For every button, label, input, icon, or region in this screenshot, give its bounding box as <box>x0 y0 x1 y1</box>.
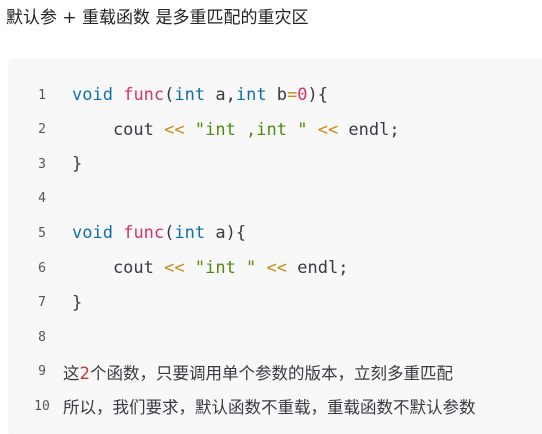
code-token: b <box>266 85 288 105</box>
code-token: << <box>164 119 185 140</box>
code-line: 8 <box>8 320 542 354</box>
line-number: 2 <box>38 122 46 138</box>
line-number: 4 <box>38 191 46 207</box>
code-token: << <box>317 119 339 140</box>
code-text: void func(int a,int b=0){ <box>72 85 328 105</box>
code-text: cout << "int ,int " << endl; <box>72 120 400 140</box>
code-token: "int ,int " <box>194 119 308 140</box>
code-line: 5 void func(int a){ <box>8 216 542 250</box>
code-token: = <box>287 85 298 105</box>
code-text: cout << "int " << endl; <box>72 258 349 278</box>
code-token: endl; <box>338 119 400 140</box>
code-text: } <box>72 293 82 313</box>
comment-text: 这2个函数，只要调用单个参数的版本，立刻多重匹配 <box>63 360 453 384</box>
code-token: ){ <box>307 85 329 105</box>
code-token <box>113 85 123 105</box>
code-token: << <box>266 258 288 278</box>
code-line: 9 这2个函数，只要调用单个参数的版本，立刻多重匹配 <box>8 355 542 389</box>
code-token: ( <box>164 223 175 244</box>
code-line: 4 <box>8 182 542 216</box>
code-token: } <box>72 292 83 313</box>
code-token: func <box>123 85 165 105</box>
code-token: a, <box>205 85 236 105</box>
line-number: 10 <box>34 398 50 414</box>
code-token <box>185 258 195 278</box>
code-line: 10 所以，我们要求，默认函数不重载，重载函数不默认参数 <box>8 389 542 423</box>
code-token: endl; <box>287 258 349 278</box>
code-token: int <box>174 223 206 244</box>
code-token <box>307 120 317 140</box>
code-token: 所以，我们要求，默认函数不重载，重载函数不默认参数 <box>63 398 476 418</box>
code-token: ( <box>164 85 175 105</box>
code-token <box>185 120 195 140</box>
line-number: 7 <box>38 295 46 311</box>
code-token: 2 <box>79 363 91 383</box>
code-token: << <box>164 258 185 278</box>
line-number: 8 <box>38 329 46 345</box>
code-token: int <box>235 85 267 105</box>
code-token: } <box>72 154 83 175</box>
line-number: 3 <box>38 156 46 172</box>
code-token: cout <box>72 258 165 278</box>
code-token: void <box>72 85 113 105</box>
code-line: 3} <box>8 147 542 181</box>
code-token: void <box>72 223 113 244</box>
code-token: func <box>123 223 165 244</box>
code-text: } <box>72 154 82 174</box>
code-line: 6 cout << "int " << endl; <box>8 251 542 285</box>
line-number: 1 <box>38 87 46 103</box>
line-number: 5 <box>38 225 46 241</box>
code-token: cout <box>72 119 165 140</box>
code-text: void func(int a){ <box>72 223 246 243</box>
code-line: 2 cout << "int ,int " << endl; <box>8 113 542 147</box>
code-token: int <box>174 85 206 105</box>
code-line: 7} <box>8 286 542 320</box>
code-token <box>256 258 266 278</box>
page-heading: 默认参 + 重载函数 是多重匹配的重灾区 <box>6 8 309 28</box>
code-token: 这 <box>63 363 80 383</box>
code-token: a){ <box>205 223 247 244</box>
code-token: 0 <box>297 85 308 105</box>
code-token: "int " <box>194 258 257 278</box>
comment-text: 所以，我们要求，默认函数不重载，重载函数不默认参数 <box>63 394 476 418</box>
line-number: 6 <box>38 260 46 276</box>
code-token <box>113 223 123 243</box>
line-number: 9 <box>38 364 46 380</box>
code-token: 个函数，只要调用单个参数的版本，立刻多重匹配 <box>90 363 453 383</box>
